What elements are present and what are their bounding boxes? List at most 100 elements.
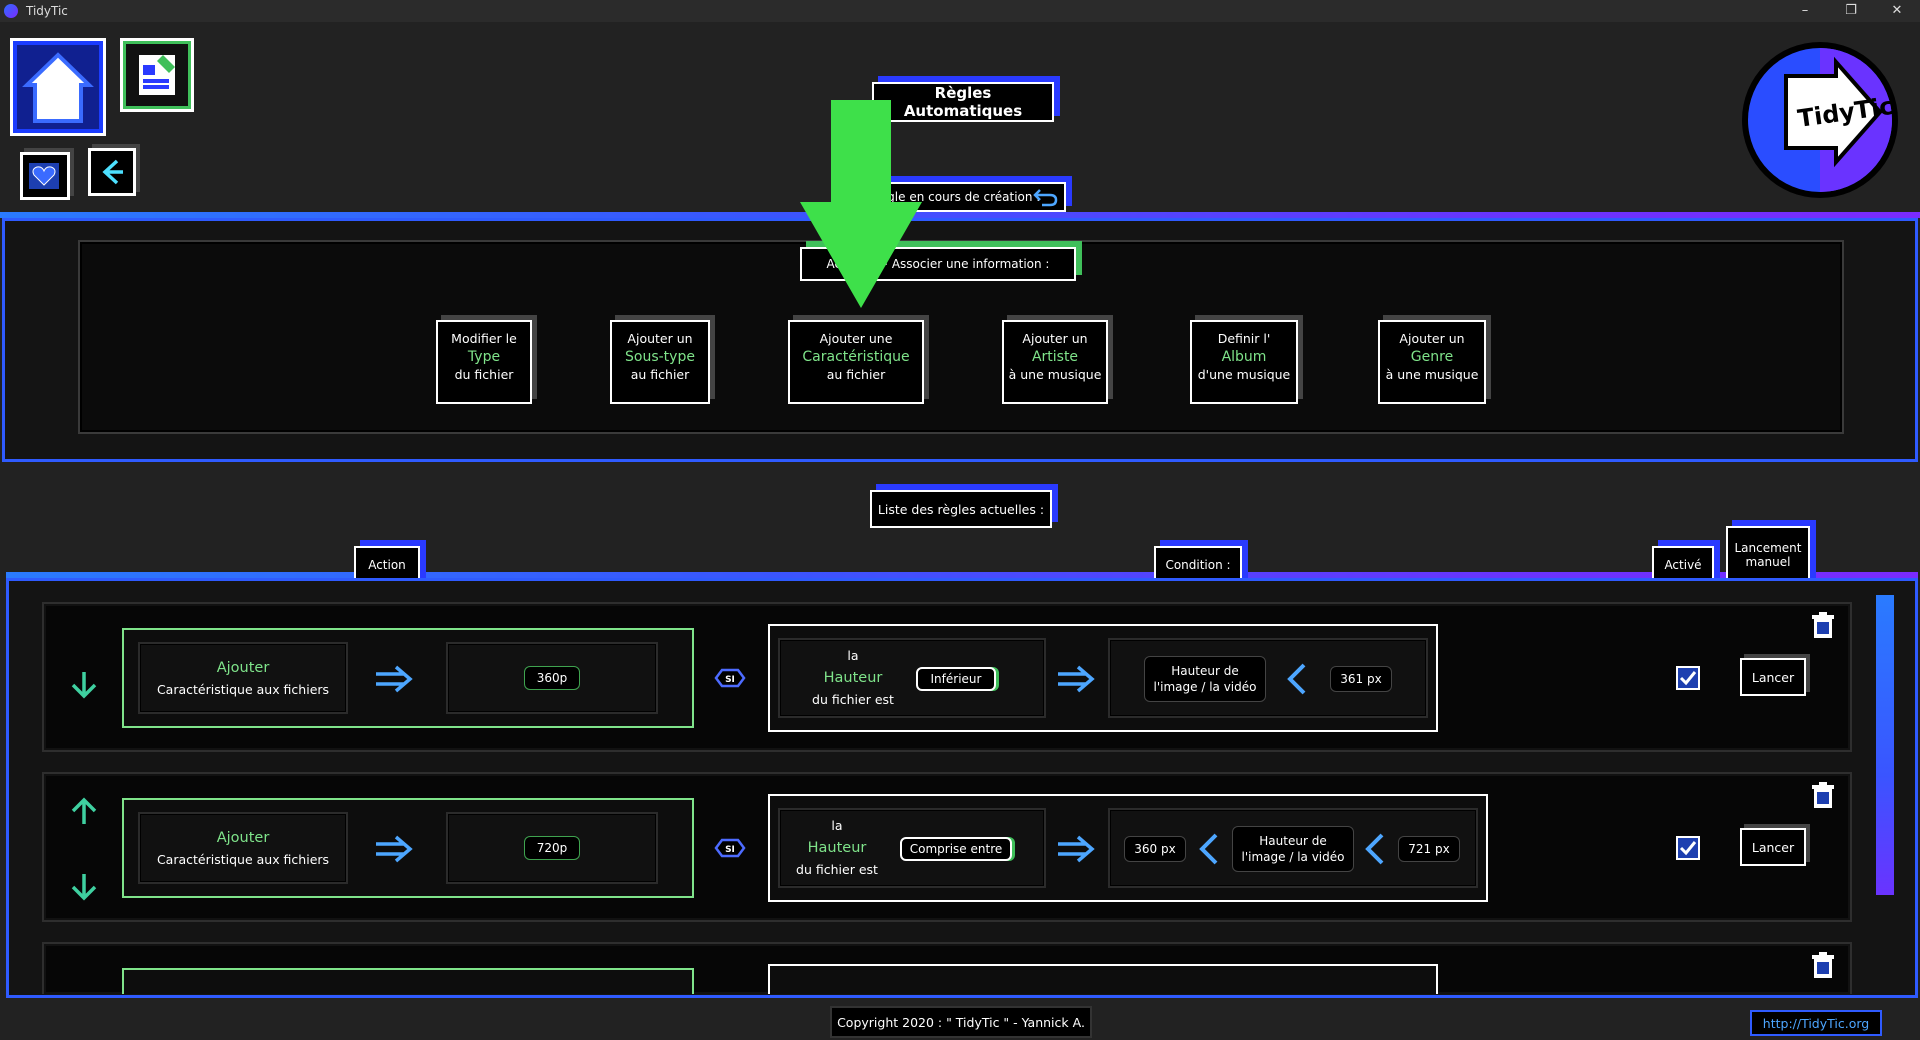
choice-modify-type[interactable]: Modifier le Type du fichier xyxy=(436,320,532,404)
favorites-button[interactable] xyxy=(20,152,70,200)
rules-editor-button[interactable] xyxy=(120,38,194,112)
checkmark-icon xyxy=(1679,671,1697,686)
condition-bound[interactable]: 361 px xyxy=(1330,666,1392,692)
heart-icon xyxy=(29,163,59,189)
trash-icon[interactable] xyxy=(1810,612,1836,640)
less-than-icon xyxy=(1199,833,1218,865)
condition-subject-line1: Hauteur de xyxy=(1171,664,1239,678)
condition-subject-line2: l'image / la vidéo xyxy=(1241,850,1345,864)
move-up-icon[interactable] xyxy=(68,796,100,828)
condition-suffix: du fichier est xyxy=(796,862,878,877)
launch-button[interactable]: Lancer xyxy=(1740,658,1806,696)
choice-line: d'une musique xyxy=(1197,367,1291,382)
window-titlebar: TidyTic – ❐ ✕ xyxy=(0,0,1920,22)
app-icon xyxy=(4,4,18,18)
website-link[interactable]: http://TidyTic.org xyxy=(1750,1010,1882,1036)
trash-icon[interactable] xyxy=(1810,782,1836,810)
action-target: Caractéristique aux fichiers xyxy=(156,852,330,867)
less-than-icon xyxy=(1365,833,1384,865)
choice-highlight: Sous-type xyxy=(625,349,695,365)
close-button[interactable]: ✕ xyxy=(1891,3,1903,18)
home-button[interactable] xyxy=(10,38,106,136)
list-panel-accent xyxy=(6,572,1918,578)
condition-property-cell xyxy=(778,638,1046,718)
condition-article: la xyxy=(831,818,843,833)
si-badge: SI xyxy=(714,838,746,858)
choice-line: au fichier xyxy=(826,367,886,382)
condition-article: la xyxy=(847,648,859,663)
creation-label-text: Règle en cours de création : xyxy=(872,190,1041,204)
arrow-left-icon xyxy=(102,159,123,185)
choice-highlight: Artiste xyxy=(1031,349,1079,365)
trash-icon[interactable] xyxy=(1810,952,1836,980)
condition-subject: Hauteur de l'image / la vidéo xyxy=(1232,826,1354,872)
edit-document-icon xyxy=(139,55,175,95)
list-scrollbar[interactable] xyxy=(1876,595,1894,895)
condition-operator[interactable]: Comprise entre xyxy=(900,837,1012,861)
choice-define-album[interactable]: Definir l' Album d'une musique xyxy=(1190,320,1298,404)
choice-add-genre[interactable]: Ajouter un Genre à une musique xyxy=(1378,320,1486,404)
svg-text:SI: SI xyxy=(725,675,735,685)
back-button[interactable] xyxy=(88,148,136,196)
choice-add-subtype[interactable]: Ajouter un Sous-type au fichier xyxy=(610,320,710,404)
rule-action[interactable] xyxy=(122,968,694,994)
page-title: Règles Automatiques xyxy=(872,82,1054,122)
rule-condition[interactable] xyxy=(768,964,1438,994)
choice-line: Ajouter un xyxy=(1022,331,1088,346)
condition-operator[interactable]: Inférieur xyxy=(916,667,996,691)
double-arrow-right-icon xyxy=(1058,835,1095,863)
condition-low-bound[interactable]: 360 px xyxy=(1124,836,1186,862)
less-than-icon xyxy=(1287,663,1306,695)
choice-highlight: Genre xyxy=(1410,349,1454,365)
active-checkbox[interactable] xyxy=(1676,666,1700,690)
maximize-button[interactable]: ❐ xyxy=(1845,3,1857,18)
condition-subject-line1: Hauteur de xyxy=(1259,834,1327,848)
minimize-button[interactable]: – xyxy=(1801,3,1809,18)
undo-button[interactable] xyxy=(1032,184,1060,210)
choice-highlight: Album xyxy=(1221,349,1267,365)
choice-line: Ajouter une xyxy=(819,331,893,346)
condition-high-bound[interactable]: 721 px xyxy=(1398,836,1460,862)
action-type-cell xyxy=(138,642,348,714)
choice-line: Ajouter un xyxy=(627,331,693,346)
action-value[interactable]: 360p xyxy=(524,666,580,690)
home-icon xyxy=(17,45,99,129)
condition-property: Hauteur xyxy=(807,840,867,856)
col-header-active: Activé xyxy=(1652,546,1714,584)
action-type-cell xyxy=(138,812,348,884)
si-badge: SI xyxy=(714,668,746,688)
double-arrow-right-icon xyxy=(376,835,413,863)
move-down-icon[interactable] xyxy=(68,668,100,700)
svg-text:SI: SI xyxy=(725,845,735,855)
col-header-manual-launch: Lancement manuel xyxy=(1726,526,1810,584)
double-arrow-right-icon xyxy=(376,665,413,693)
move-down-icon[interactable] xyxy=(68,870,100,902)
copyright: Copyright 2020 : " TidyTic " - Yannick A… xyxy=(830,1006,1092,1038)
launch-button[interactable]: Lancer xyxy=(1740,828,1806,866)
choice-line: Modifier le xyxy=(451,331,517,346)
condition-subject: Hauteur de l'image / la vidéo xyxy=(1144,656,1266,702)
action-target: Caractéristique aux fichiers xyxy=(156,682,330,697)
action-verb: Ajouter xyxy=(216,830,270,846)
tidytic-logo: TidyTic xyxy=(1740,40,1902,202)
list-title: Liste des règles actuelles : xyxy=(870,490,1052,528)
double-arrow-right-icon xyxy=(1058,665,1095,693)
condition-subject-line2: l'image / la vidéo xyxy=(1153,680,1257,694)
choice-line: à une musique xyxy=(1385,367,1479,382)
choice-highlight: Type xyxy=(467,349,501,365)
choice-add-artist[interactable]: Ajouter un Artiste à une musique xyxy=(1002,320,1108,404)
choice-highlight: Caractéristique xyxy=(802,349,910,365)
checkmark-icon xyxy=(1679,841,1697,856)
action-value[interactable]: 720p xyxy=(524,836,580,860)
undo-icon xyxy=(1033,189,1058,207)
action-verb: Ajouter xyxy=(216,660,270,676)
choice-line: Ajouter un xyxy=(1399,331,1465,346)
choice-line: Definir l' xyxy=(1217,331,1271,346)
choice-line: du fichier xyxy=(454,367,514,382)
col-header-manual-line2: manuel xyxy=(1745,555,1791,569)
choice-add-characteristic[interactable]: Ajouter une Caractéristique au fichier xyxy=(788,320,924,404)
choice-line: au fichier xyxy=(630,367,690,382)
choice-line: à une musique xyxy=(1008,367,1102,382)
window-title: TidyTic xyxy=(26,4,68,18)
active-checkbox[interactable] xyxy=(1676,836,1700,860)
